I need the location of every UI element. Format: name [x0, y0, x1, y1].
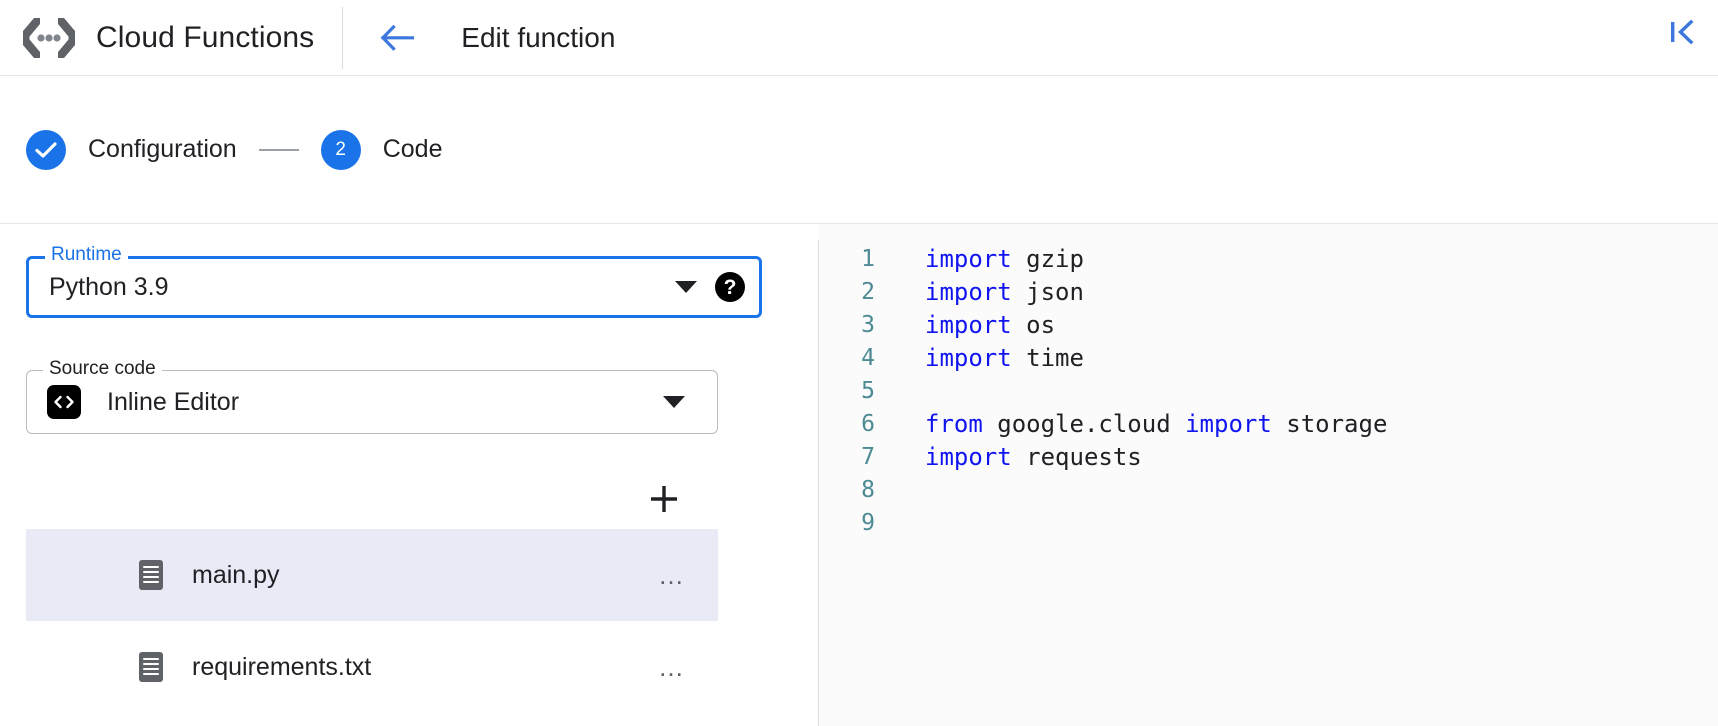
file-name: requirements.txt [192, 652, 372, 681]
code-brackets-icon [47, 385, 81, 419]
file-overflow-menu-icon[interactable]: … [658, 651, 686, 682]
code-line: 9 [819, 506, 1718, 539]
wizard-stepper: Configuration 2 Code [0, 76, 1718, 224]
code-line: 5 [819, 374, 1718, 407]
code-line-text[interactable]: import gzip [925, 244, 1084, 273]
line-number: 1 [861, 245, 875, 272]
step-code-number: 2 [335, 139, 346, 160]
chevron-down-icon[interactable] [663, 396, 685, 408]
product-title: Cloud Functions [96, 20, 315, 54]
file-overflow-menu-icon[interactable]: … [658, 559, 686, 590]
cloud-functions-logo-icon [20, 15, 78, 61]
source-code-label: Source code [43, 358, 162, 380]
code-line: 2 import json [819, 275, 1718, 308]
code-line-text[interactable]: import os [925, 310, 1056, 339]
chevron-down-icon[interactable] [675, 281, 697, 293]
line-number: 8 [861, 476, 875, 503]
arrow-left-icon[interactable] [377, 18, 417, 58]
step-code-label: Code [382, 135, 443, 163]
source-code-select[interactable]: Source code Inline Editor [26, 358, 718, 434]
add-file-icon[interactable] [642, 477, 686, 521]
line-number: 9 [861, 509, 875, 536]
file-icon [138, 559, 164, 591]
code-line-text[interactable]: import requests [925, 442, 1142, 471]
code-line: 4 import time [819, 341, 1718, 374]
step-configuration-bullet [26, 129, 66, 170]
file-name: main.py [192, 560, 280, 589]
source-code-value: Inline Editor [107, 387, 240, 416]
step-configuration-label: Configuration [88, 135, 237, 163]
line-number: 5 [861, 377, 875, 404]
line-number: 4 [861, 344, 875, 371]
file-row-main-py[interactable]: main.py … [26, 529, 718, 621]
line-number: 6 [861, 410, 875, 437]
file-toolbar [26, 469, 718, 529]
code-editor[interactable]: 1 import gzip 2 import json 3 import os 4 impor… [819, 224, 1718, 726]
step-configuration[interactable]: Configuration [26, 129, 237, 170]
file-list: main.py … requirements.txt … [26, 529, 718, 713]
step-code-bullet: 2 [320, 129, 361, 170]
page-title: Edit function [461, 21, 616, 53]
line-number: 3 [861, 311, 875, 338]
file-row-requirements-txt[interactable]: requirements.txt … [26, 621, 718, 713]
step-code[interactable]: 2 Code [320, 129, 443, 170]
editor-divider [818, 240, 819, 726]
file-icon [138, 651, 164, 683]
runtime-select[interactable]: Runtime Python 3.9 ? [26, 244, 762, 318]
code-line: 1 import gzip [819, 242, 1718, 275]
line-number: 2 [861, 278, 875, 305]
code-line: 8 [819, 473, 1718, 506]
page-header: Edit function [343, 18, 615, 58]
top-bar: Cloud Functions Edit function [0, 0, 1718, 76]
runtime-value: Python 3.9 [49, 272, 169, 301]
code-line-text[interactable]: from google.cloud import storage [925, 409, 1388, 438]
line-number: 7 [861, 443, 875, 470]
step-connector [258, 148, 299, 151]
product-brand[interactable]: Cloud Functions [0, 0, 342, 75]
code-line: 7 import requests [819, 440, 1718, 473]
check-icon [35, 141, 57, 158]
topbar-divider [342, 6, 344, 69]
runtime-help-icon[interactable]: ? [715, 272, 745, 302]
code-line-text[interactable]: import json [925, 277, 1084, 306]
code-line: 6 from google.cloud import storage [819, 407, 1718, 440]
collapse-panel-left-icon[interactable] [1662, 12, 1702, 52]
runtime-label: Runtime [45, 244, 128, 266]
code-line: 3 import os [819, 308, 1718, 341]
code-line-text[interactable]: import time [925, 343, 1084, 372]
content-area: Runtime Python 3.9 ? Entry point main ? … [0, 224, 1718, 726]
